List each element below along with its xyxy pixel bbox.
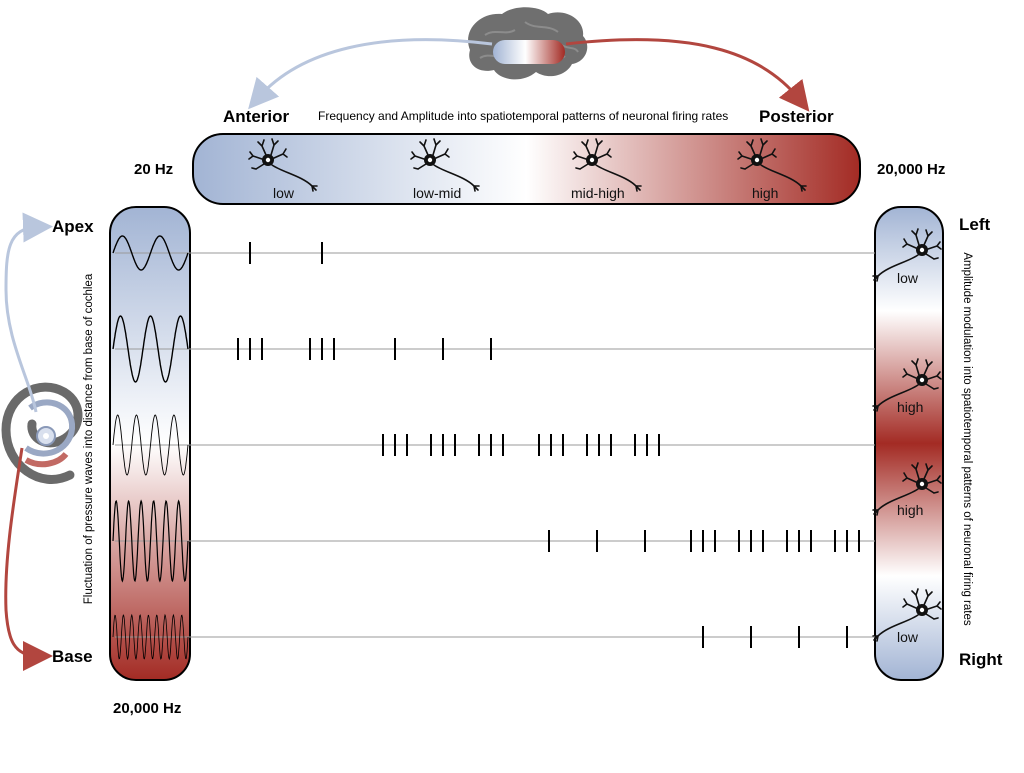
right-vertical-caption: Amplitude modulation into spatiotemporal… xyxy=(961,252,973,626)
amplitude-bar xyxy=(874,206,944,681)
amp-neuron-label-4: low xyxy=(897,629,919,645)
wave-row-2 xyxy=(112,315,189,383)
base-arrow xyxy=(4,447,53,671)
low-freq-label: 20 Hz xyxy=(134,161,174,178)
high-freq-label: 20,000 Hz xyxy=(877,161,946,178)
neuron-label-low-mid: low-mid xyxy=(413,185,462,201)
base-label: Base xyxy=(52,647,93,666)
frequency-bar xyxy=(192,133,861,205)
top-caption: Frequency and Amplitude into spatiotempo… xyxy=(318,109,729,123)
wave-row-3 xyxy=(112,414,189,476)
apex-label: Apex xyxy=(52,217,94,236)
pressure-waves xyxy=(112,235,189,661)
posterior-label: Posterior xyxy=(759,107,834,126)
neuron-label-mid-high: mid-high xyxy=(571,185,625,201)
cochlea-icon xyxy=(1,382,83,484)
neuron-label-high: high xyxy=(752,185,779,201)
wave-row-4 xyxy=(112,499,189,583)
wave-row-5 xyxy=(112,613,189,661)
amp-neuron-label-1: low xyxy=(897,270,919,286)
amp-neuron-label-3: high xyxy=(897,502,924,518)
left-vertical-caption: Fluctuation of pressure waves into dista… xyxy=(83,273,95,605)
amp-neuron-label-2: high xyxy=(897,399,924,415)
signal-lines xyxy=(115,252,875,638)
apex-arrow xyxy=(4,212,53,413)
brain-icon xyxy=(468,7,588,80)
anterior-arrow xyxy=(248,38,493,110)
neuron-label-low: low xyxy=(273,185,295,201)
bottom-freq-label: 20,000 Hz xyxy=(113,700,182,717)
wave-row-1 xyxy=(112,235,189,271)
firing-spikes xyxy=(237,242,860,648)
anterior-label: Anterior xyxy=(223,107,290,126)
right-label: Right xyxy=(959,650,1003,669)
left-label: Left xyxy=(959,215,991,234)
posterior-arrow xyxy=(565,38,810,112)
